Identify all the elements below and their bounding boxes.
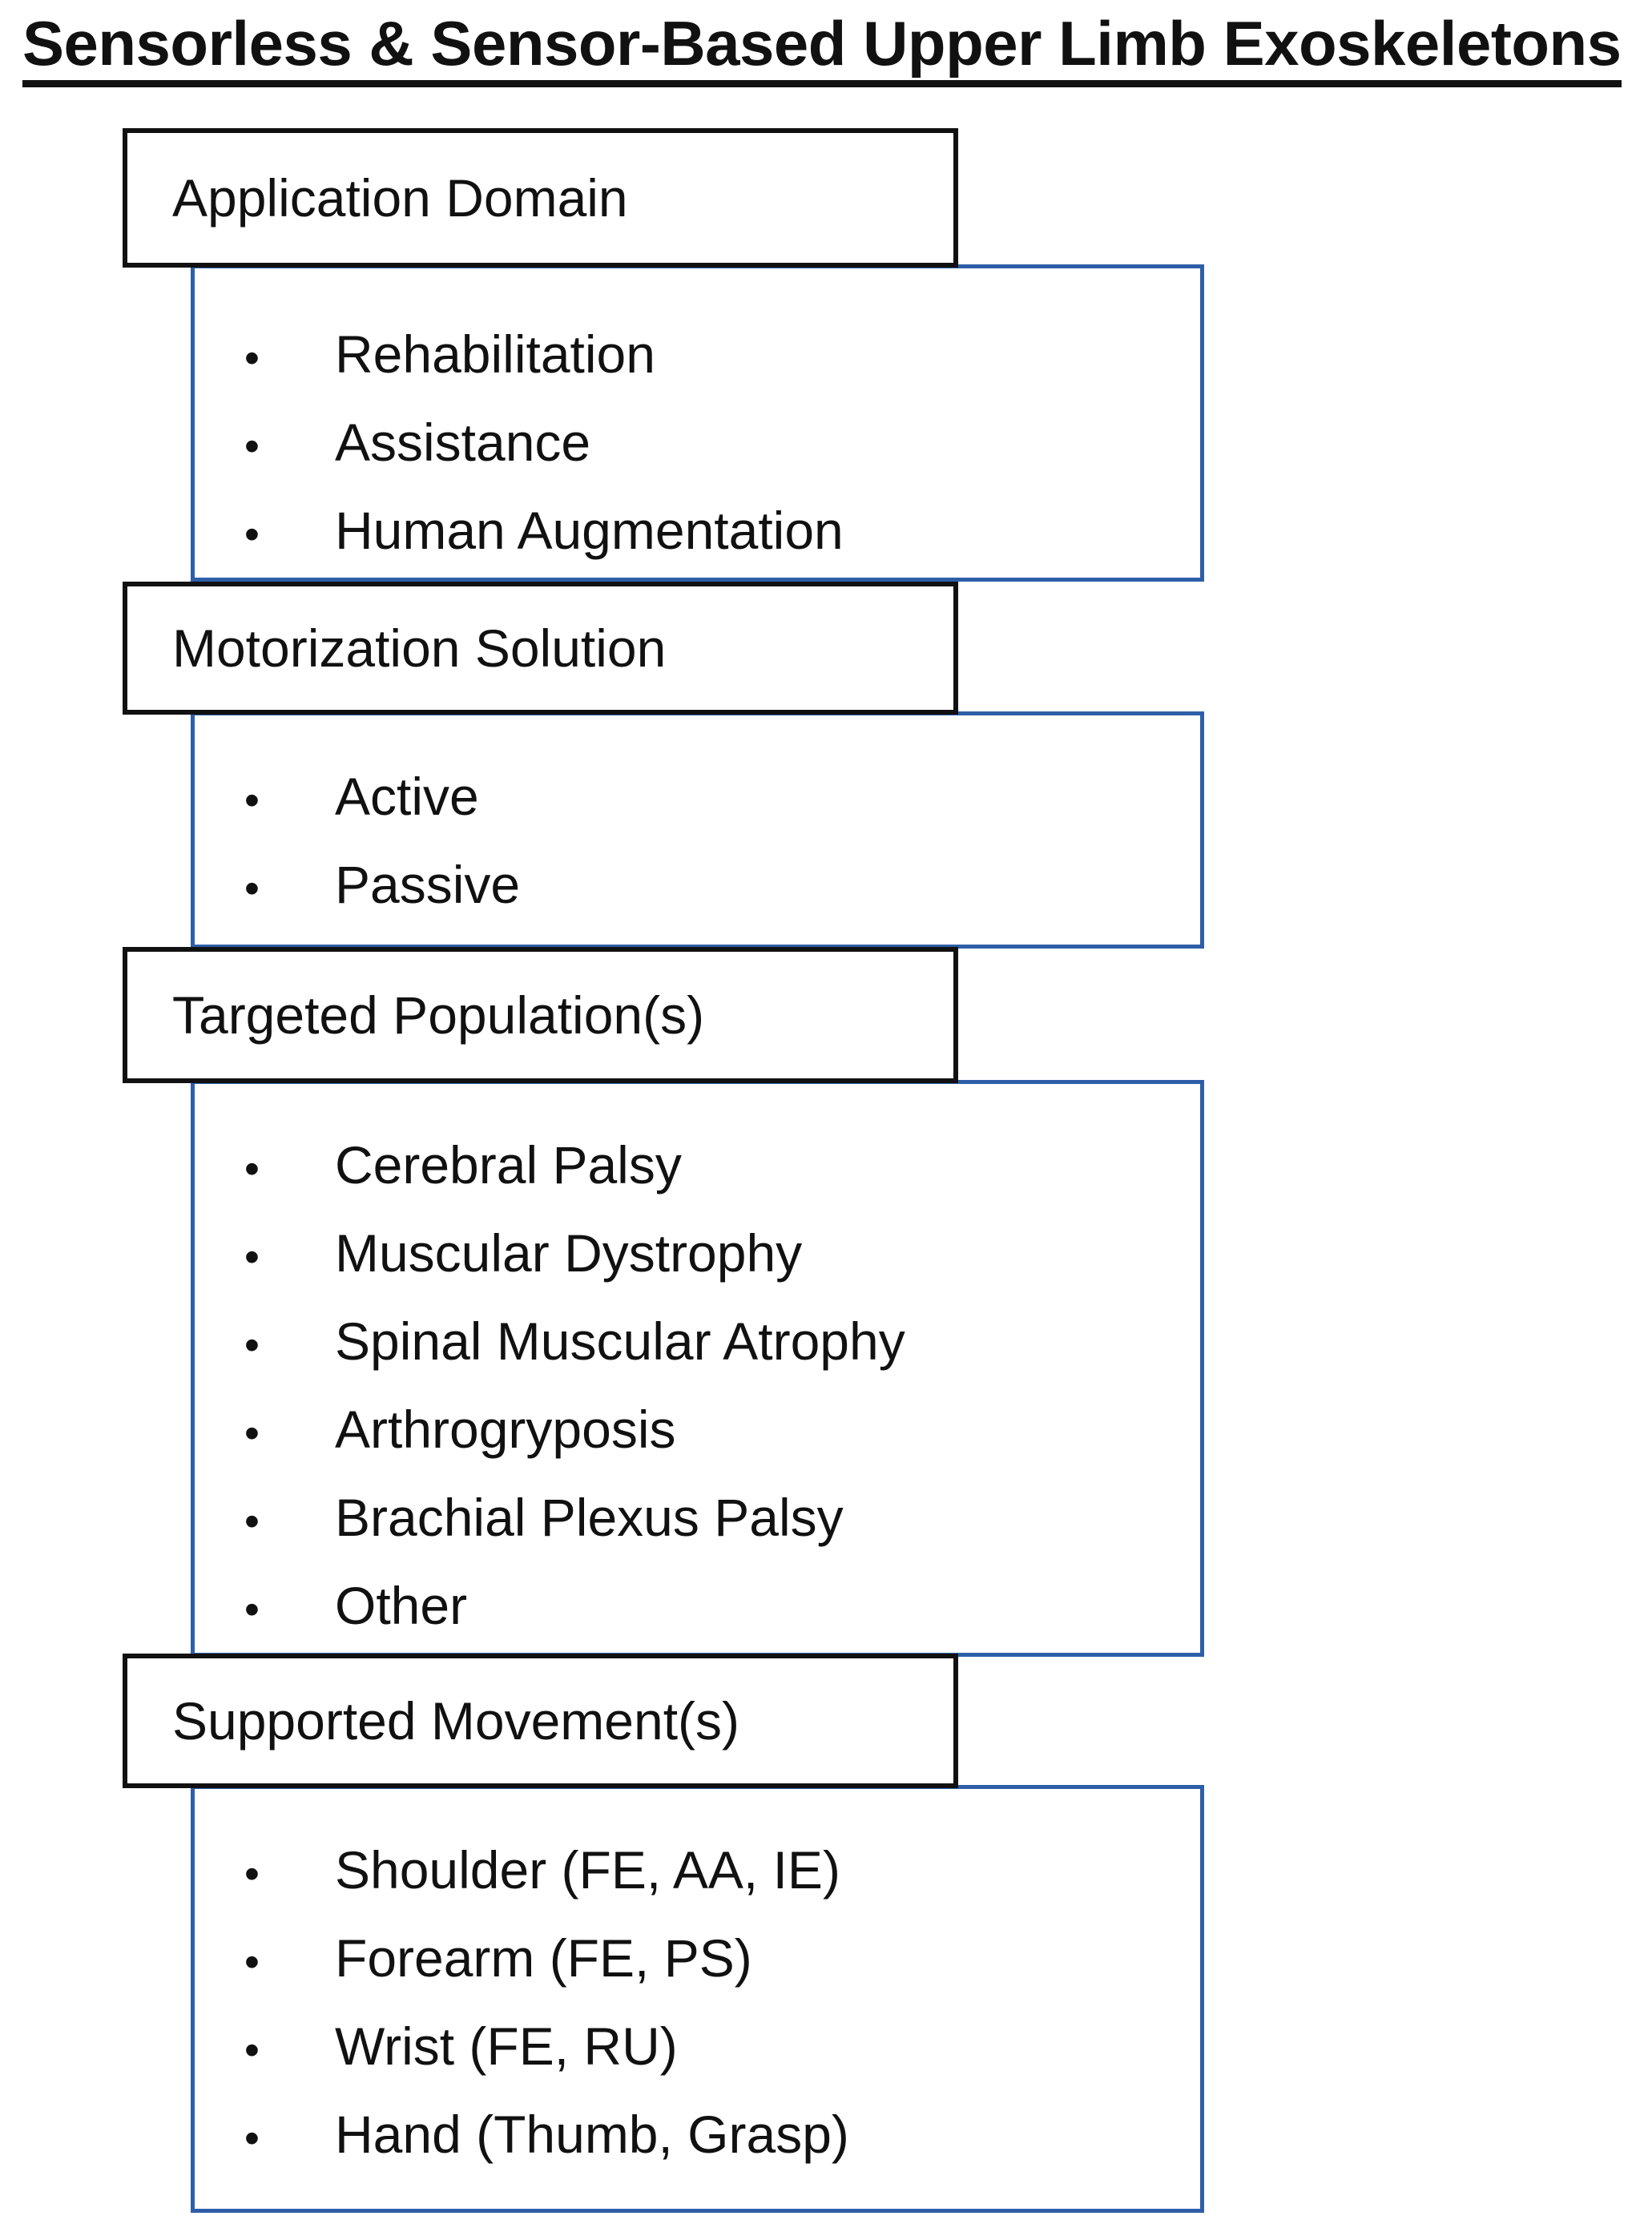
bullet-list: • Shoulder (FE, AA, IE) • Forearm (FE, P…: [195, 1826, 1200, 2178]
list-item-label: Spinal Muscular Atrophy: [335, 1311, 905, 1371]
list-item: • Forearm (FE, PS): [195, 1914, 1200, 2002]
list-item: • Spinal Muscular Atrophy: [195, 1297, 1200, 1385]
list-item: • Active: [195, 752, 1200, 840]
bullet-list: • Active • Passive: [195, 752, 1200, 929]
section-header-application-domain: Application Domain: [123, 128, 958, 268]
list-item: • Brachial Plexus Palsy: [195, 1473, 1200, 1561]
list-item-label: Rehabilitation: [335, 324, 655, 384]
list-item: • Other: [195, 1561, 1200, 1650]
bullet-icon: •: [244, 1585, 260, 1634]
bullet-icon: •: [244, 1850, 260, 1898]
section-content-supported-movements: • Shoulder (FE, AA, IE) • Forearm (FE, P…: [191, 1785, 1204, 2213]
section-content-targeted-populations: • Cerebral Palsy • Muscular Dystrophy • …: [191, 1080, 1204, 1657]
list-item: • Passive: [195, 840, 1200, 929]
section-header-label: Motorization Solution: [172, 618, 667, 678]
list-item-label: Passive: [335, 855, 521, 914]
bullet-icon: •: [244, 2026, 260, 2074]
list-item-label: Human Augmentation: [335, 501, 844, 560]
list-item-label: Wrist (FE, RU): [335, 2016, 678, 2076]
bullet-icon: •: [244, 1938, 260, 1986]
section-header-label: Targeted Population(s): [172, 985, 705, 1045]
list-item-label: Arthrogryposis: [335, 1400, 676, 1459]
list-item: • Arthrogryposis: [195, 1385, 1200, 1473]
list-item: • Cerebral Palsy: [195, 1121, 1200, 1209]
list-item-label: Assistance: [335, 413, 591, 472]
list-item-label: Other: [335, 1576, 468, 1635]
list-item-label: Shoulder (FE, AA, IE): [335, 1840, 840, 1900]
list-item-label: Forearm (FE, PS): [335, 1928, 752, 1988]
bullet-icon: •: [244, 2114, 260, 2162]
page-title: Sensorless & Sensor-Based Upper Limb Exo…: [22, 10, 1625, 87]
list-item: • Hand (Thumb, Grasp): [195, 2090, 1200, 2178]
list-item: • Human Augmentation: [195, 486, 1200, 574]
bullet-icon: •: [244, 422, 260, 470]
bullet-icon: •: [244, 1409, 260, 1457]
section-header-targeted-populations: Targeted Population(s): [123, 947, 958, 1083]
list-item: • Muscular Dystrophy: [195, 1209, 1200, 1297]
bullet-icon: •: [244, 334, 260, 382]
section-content-application-domain: • Rehabilitation • Assistance • Human Au…: [191, 264, 1204, 582]
bullet-icon: •: [244, 864, 260, 913]
section-content-motorization-solution: • Active • Passive: [191, 711, 1204, 949]
page-title-text: Sensorless & Sensor-Based Upper Limb Exo…: [22, 10, 1622, 87]
section-header-supported-movements: Supported Movement(s): [123, 1654, 958, 1788]
list-item: • Rehabilitation: [195, 310, 1200, 398]
list-item-label: Muscular Dystrophy: [335, 1223, 803, 1283]
list-item: • Assistance: [195, 398, 1200, 486]
list-item-label: Brachial Plexus Palsy: [335, 1488, 844, 1547]
bullet-icon: •: [244, 510, 260, 558]
bullet-list: • Rehabilitation • Assistance • Human Au…: [195, 310, 1200, 574]
list-item-label: Hand (Thumb, Grasp): [335, 2105, 849, 2164]
section-header-motorization-solution: Motorization Solution: [123, 582, 958, 715]
list-item-label: Active: [335, 767, 479, 826]
bullet-list: • Cerebral Palsy • Muscular Dystrophy • …: [195, 1121, 1200, 1650]
list-item-label: Cerebral Palsy: [335, 1135, 682, 1195]
bullet-icon: •: [244, 1497, 260, 1545]
list-item: • Shoulder (FE, AA, IE): [195, 1826, 1200, 1914]
bullet-icon: •: [244, 1233, 260, 1281]
list-item: • Wrist (FE, RU): [195, 2002, 1200, 2090]
section-header-label: Supported Movement(s): [172, 1691, 739, 1751]
bullet-icon: •: [244, 776, 260, 824]
bullet-icon: •: [244, 1145, 260, 1193]
bullet-icon: •: [244, 1321, 260, 1369]
section-header-label: Application Domain: [172, 168, 628, 228]
